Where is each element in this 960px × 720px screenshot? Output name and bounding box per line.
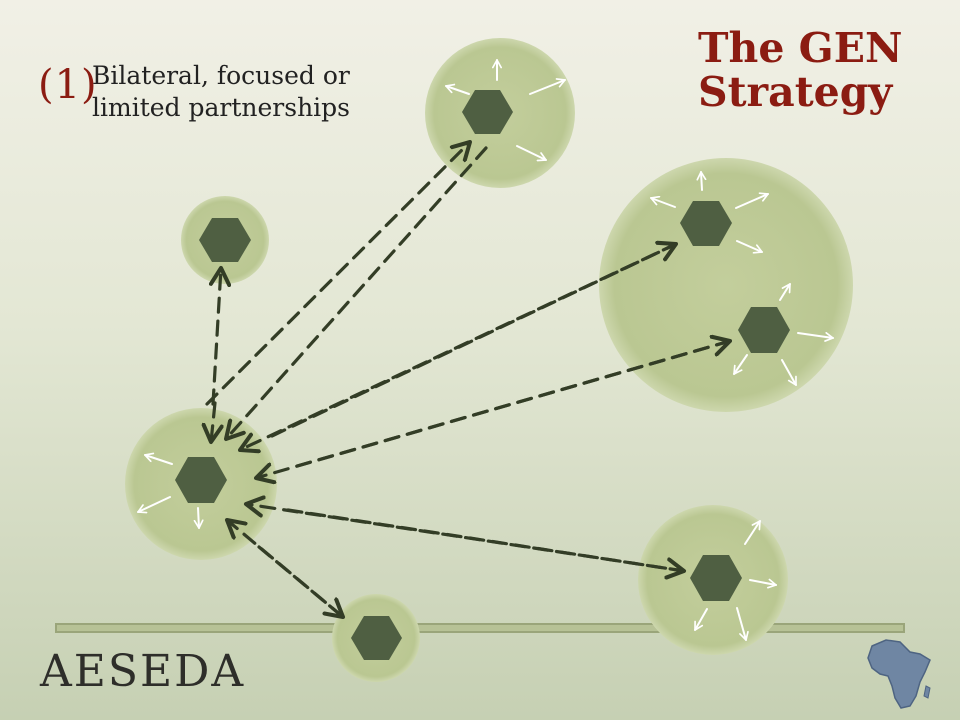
- outward-arrow: [779, 283, 791, 301]
- outward-arrow: [781, 359, 797, 386]
- outward-arrow: [735, 192, 769, 209]
- partnership-arrow: [256, 339, 732, 478]
- outward-arrow: [736, 607, 749, 641]
- outward-arrow: [137, 496, 171, 514]
- page-title: The GEN Strategy: [698, 26, 902, 114]
- outward-arrow: [144, 452, 173, 465]
- outward-arrow: [516, 145, 547, 162]
- outward-arrow: [696, 171, 707, 191]
- outward-arrow: [744, 520, 761, 545]
- partnership-arrow: [246, 504, 686, 573]
- partnership-arrow: [286, 508, 684, 571]
- section-number: (1): [38, 62, 98, 108]
- node-hexagon: [351, 616, 402, 660]
- partnership-arrow: [226, 146, 488, 439]
- partnership-arrow: [211, 401, 215, 442]
- outward-arrow: [529, 78, 566, 95]
- partnership-arrow: [205, 142, 470, 406]
- subtitle-line-2: limited partnerships: [92, 93, 350, 122]
- outward-arrow: [736, 240, 763, 254]
- subtitle-line-1: Bilateral, focused or: [92, 61, 350, 90]
- partnership-arrow: [240, 242, 678, 450]
- outward-arrow: [445, 83, 470, 95]
- partnership-arrow: [213, 268, 221, 406]
- aeseda-logo: AESEDA: [40, 646, 246, 697]
- node-hexagon: [690, 555, 742, 601]
- title-line-1: The GEN: [698, 24, 903, 72]
- outward-arrow: [193, 507, 204, 529]
- africa-map-icon: [867, 639, 931, 709]
- title-line-2: Strategy: [698, 68, 893, 116]
- outward-arrow: [694, 608, 708, 631]
- outward-arrow: [733, 354, 748, 375]
- node-hexagon: [175, 457, 227, 503]
- node-hexagon: [462, 90, 513, 134]
- outward-arrow: [749, 578, 777, 589]
- node-hexagon: [199, 218, 251, 262]
- outward-arrow: [797, 331, 834, 342]
- node-hexagon: [738, 307, 790, 353]
- partnership-arrow: [227, 520, 345, 619]
- outward-arrow: [650, 195, 676, 208]
- partner-circle-large: [599, 158, 853, 412]
- bottom-bar: [55, 623, 905, 633]
- node-hexagon: [680, 201, 732, 246]
- subtitle: Bilateral, focused or limited partnershi…: [92, 60, 392, 124]
